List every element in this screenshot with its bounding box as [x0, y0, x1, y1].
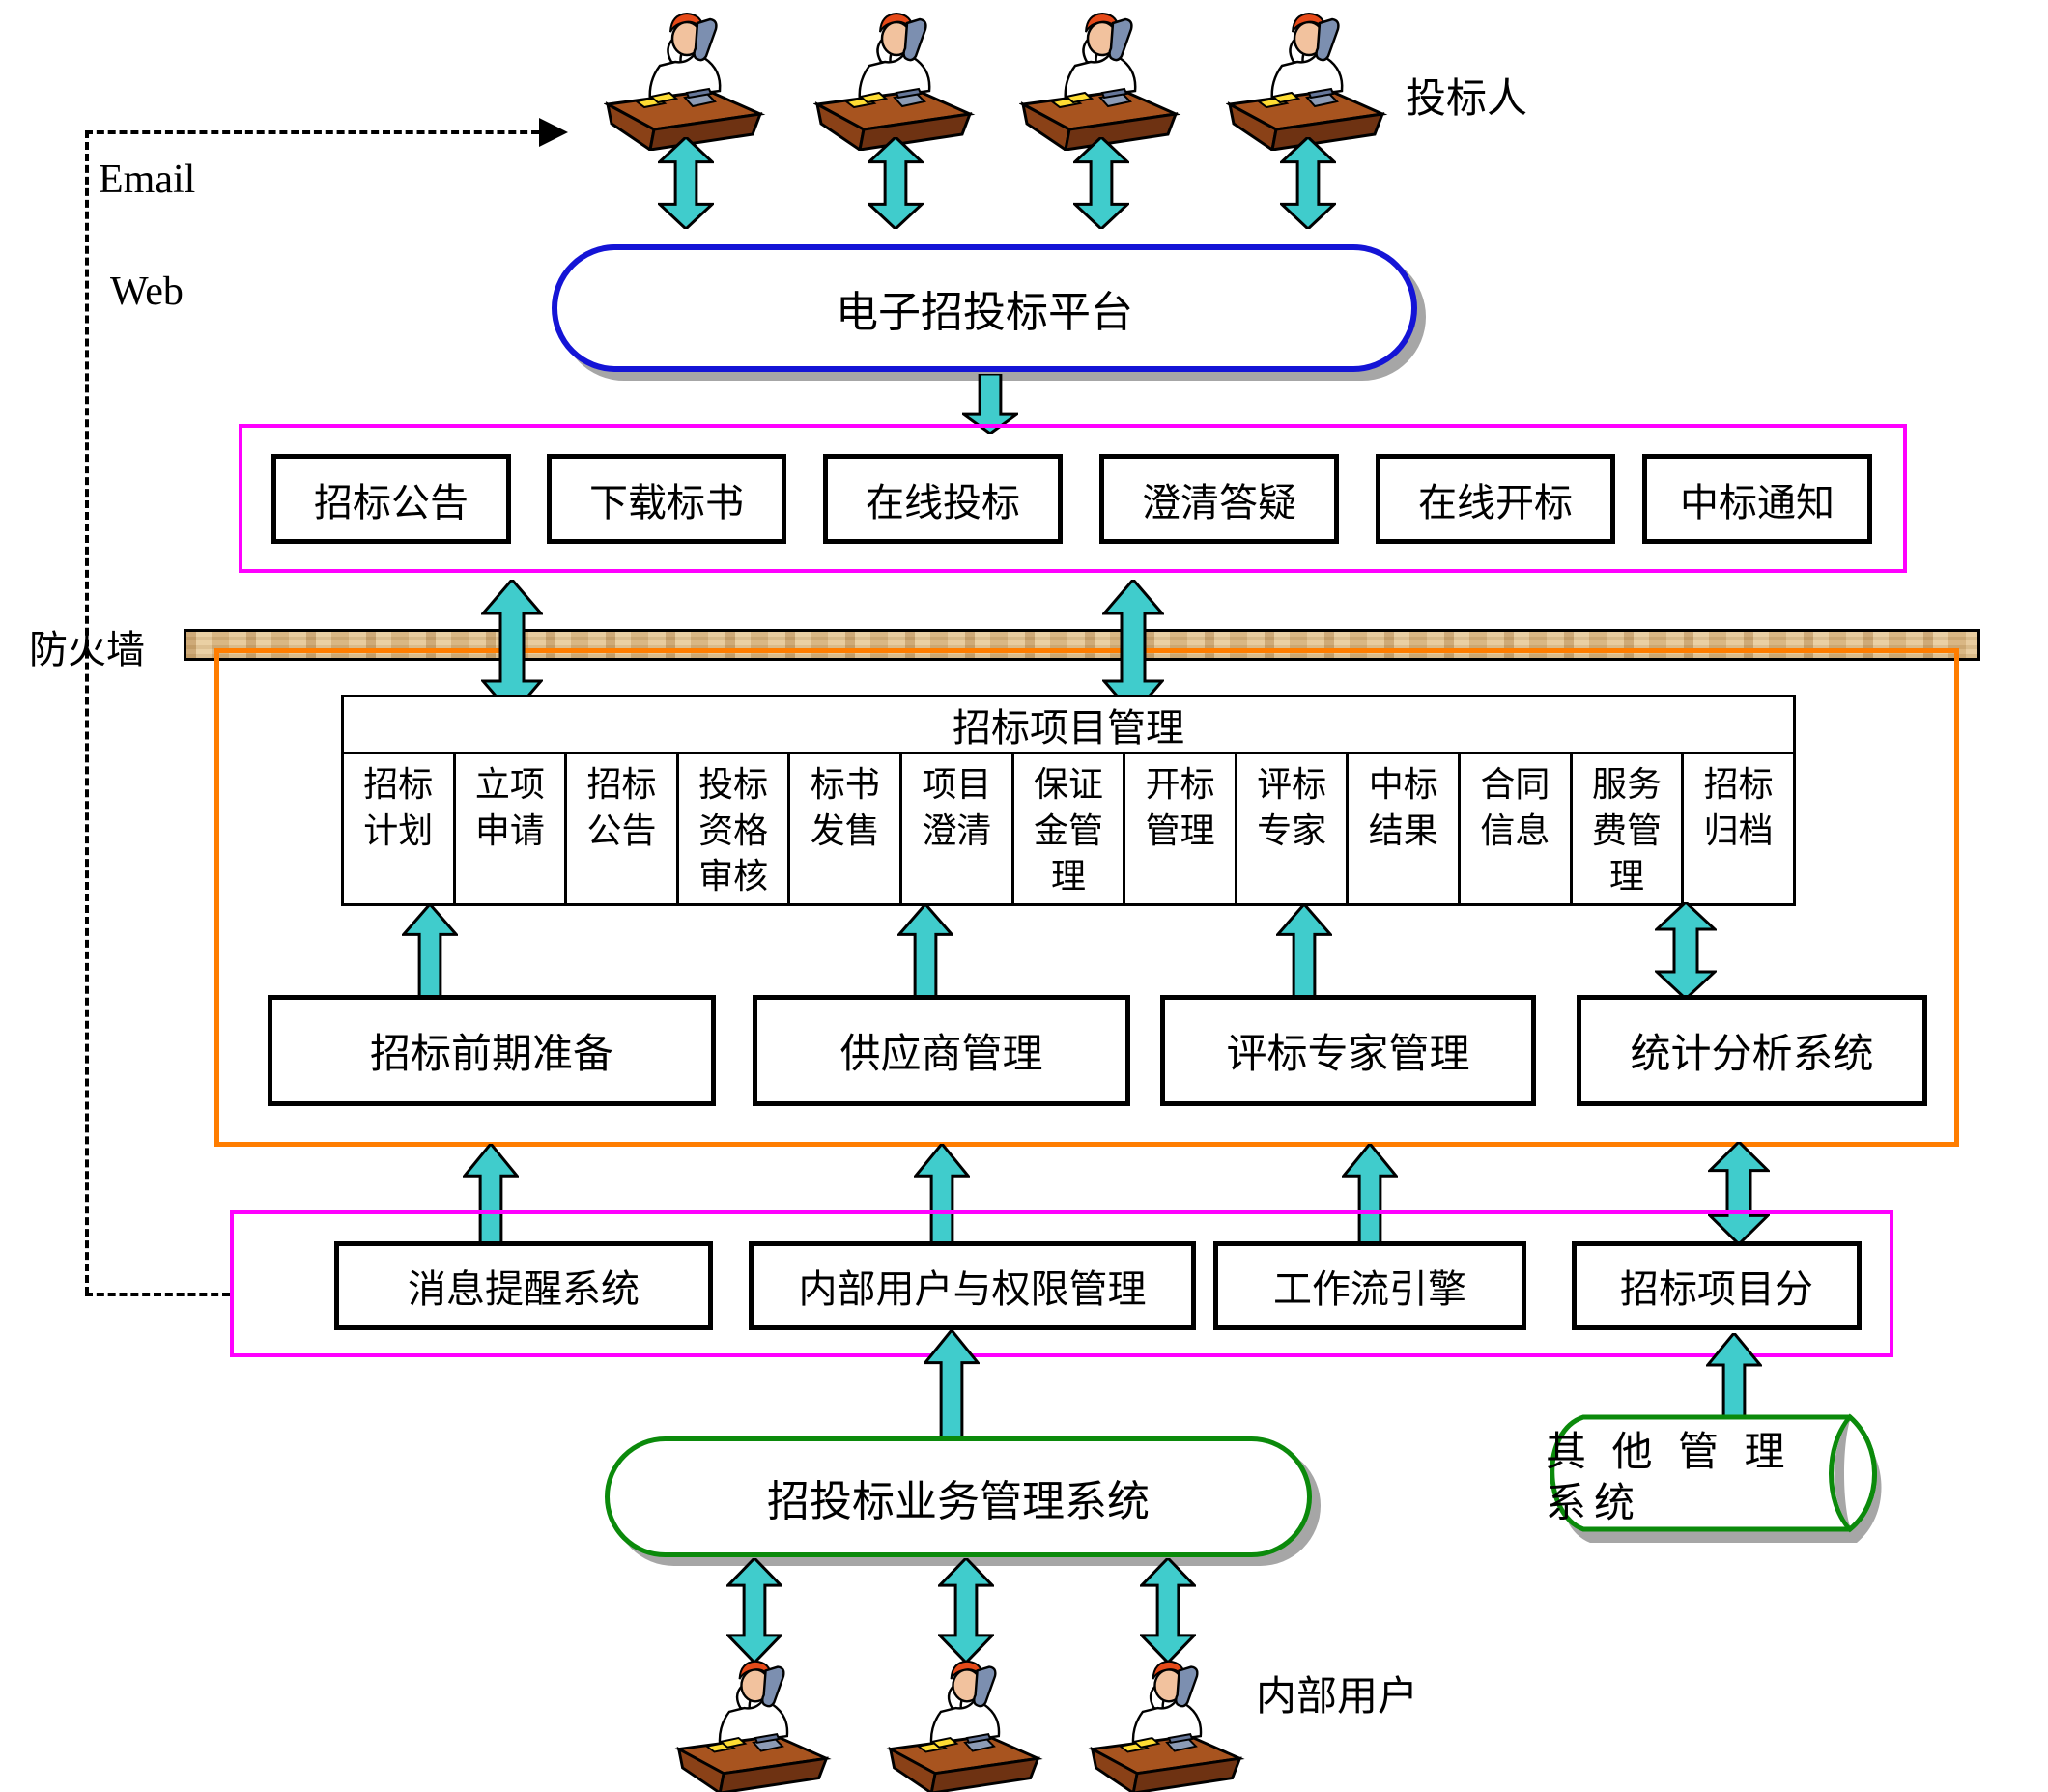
subsystem-box: 供应商管理	[753, 995, 1130, 1106]
support-service-box: 工作流引擎	[1213, 1241, 1526, 1330]
up-arrow-icon	[402, 904, 458, 999]
up-arrow-icon	[1706, 1333, 1762, 1439]
portal-service-box: 在线投标	[823, 454, 1063, 544]
internal-user-person-at-desk-icon	[1086, 1654, 1250, 1792]
portal-services-frame	[239, 424, 1907, 573]
other-systems-text: 其 他 管 理 系统	[1546, 1428, 1864, 1524]
module-cell: 中标 结果	[1349, 754, 1462, 903]
subsystem-label: 评标专家管理	[1226, 1033, 1470, 1077]
double-arrow-icon	[1102, 580, 1164, 715]
bidder-person-at-desk-icon	[813, 6, 978, 151]
project-management-title: 招标项目管理	[953, 706, 1184, 750]
double-arrow-icon	[1140, 1558, 1196, 1663]
other-systems-line1: 其 他 管 理	[1546, 1431, 1793, 1475]
business-management-system-label: 招投标业务管理系统	[767, 1477, 1150, 1525]
module-cell: 立项 申请	[456, 754, 568, 903]
web-label: Web	[110, 270, 184, 314]
portal-service-label: 在线投标	[866, 480, 1020, 525]
dashed-line-bottom	[85, 1293, 230, 1296]
bidder-person-at-desk-icon	[604, 6, 768, 151]
module-cell: 项目 澄清	[902, 754, 1014, 903]
up-arrow-icon	[1276, 904, 1332, 999]
double-arrow-icon	[658, 137, 714, 229]
dashed-line-left	[85, 130, 89, 1294]
subsystem-label: 招标前期准备	[369, 1033, 613, 1077]
other-systems-line2: 系统	[1546, 1481, 1643, 1525]
support-service-label: 消息提醒系统	[408, 1267, 640, 1311]
up-arrow-icon	[1342, 1144, 1398, 1244]
subsystem-box: 评标专家管理	[1160, 995, 1536, 1106]
module-cell: 合同 信息	[1461, 754, 1573, 903]
email-label: Email	[99, 157, 196, 202]
double-arrow-icon	[1280, 137, 1336, 229]
portal-service-box: 在线开标	[1376, 454, 1615, 544]
subsystem-box: 招标前期准备	[268, 995, 716, 1106]
support-service-label: 招标项目分	[1620, 1267, 1813, 1311]
up-arrow-icon	[897, 904, 953, 999]
up-arrow-icon	[463, 1144, 519, 1244]
portal-service-label: 在线开标	[1418, 480, 1573, 525]
up-arrow-icon	[914, 1144, 970, 1244]
double-arrow-icon	[481, 580, 543, 715]
double-arrow-icon	[938, 1558, 994, 1663]
e-bidding-platform-label: 电子招投标平台	[836, 289, 1133, 336]
firewall-bar	[184, 629, 1980, 661]
module-cell: 开标 管理	[1125, 754, 1237, 903]
portal-service-box: 澄清答疑	[1099, 454, 1339, 544]
subsystem-label: 供应商管理	[839, 1033, 1043, 1077]
internal-user-person-at-desk-icon	[672, 1654, 837, 1792]
portal-service-label: 下载标书	[589, 480, 744, 525]
internal-systems-frame	[214, 648, 1959, 1147]
module-cell: 招标 公告	[567, 754, 679, 903]
up-arrow-icon	[924, 1330, 980, 1438]
dashed-line-top	[85, 130, 539, 134]
module-cell: 评标 专家	[1237, 754, 1350, 903]
double-arrow-icon	[726, 1558, 782, 1663]
portal-service-label: 招标公告	[314, 480, 469, 525]
support-service-box: 招标项目分	[1572, 1241, 1862, 1330]
dashed-arrowhead	[539, 118, 568, 147]
down-arrow-icon	[962, 374, 1018, 434]
internal-user-person-at-desk-icon	[884, 1654, 1048, 1792]
project-management-header: 招标项目管理	[341, 695, 1796, 754]
subsystem-box: 统计分析系统	[1577, 995, 1927, 1106]
support-service-box: 内部用户与权限管理	[749, 1241, 1196, 1330]
support-services-frame	[230, 1210, 1893, 1357]
business-management-system-node: 招投标业务管理系统	[605, 1436, 1312, 1557]
module-cell: 标书 发售	[790, 754, 903, 903]
module-cell: 招标 计划	[344, 754, 456, 903]
module-cell: 保证 金管 理	[1014, 754, 1126, 903]
support-service-label: 工作流引擎	[1273, 1267, 1466, 1311]
portal-service-box: 下载标书	[547, 454, 786, 544]
other-systems-scroll-shape	[1550, 1413, 1882, 1543]
bidder-person-at-desk-icon	[1019, 6, 1183, 151]
portal-service-box: 招标公告	[271, 454, 511, 544]
project-management-modules-row: 招标 计划 立项 申请 招标 公告 投标 资格 审核 标书 发售 项目 澄清 保…	[341, 752, 1796, 906]
bidder-person-at-desk-icon	[1226, 6, 1390, 151]
bidders-label: 投标人	[1406, 77, 1528, 122]
double-arrow-icon	[868, 137, 924, 229]
module-cell: 投标 资格 审核	[679, 754, 791, 903]
subsystem-label: 统计分析系统	[1630, 1033, 1874, 1077]
portal-service-box: 中标通知	[1642, 454, 1872, 544]
portal-service-label: 中标通知	[1680, 480, 1835, 525]
double-arrow-icon	[1708, 1142, 1770, 1244]
module-cell: 招标 归档	[1703, 765, 1774, 850]
support-service-label: 内部用户与权限管理	[798, 1267, 1147, 1311]
support-service-box: 消息提醒系统	[334, 1241, 713, 1330]
double-arrow-icon	[1073, 137, 1129, 229]
double-arrow-icon	[1655, 902, 1717, 999]
module-cell: 服务 费管 理	[1573, 754, 1685, 903]
e-bidding-platform-node: 电子招投标平台	[552, 244, 1417, 372]
internal-users-label: 内部用户	[1256, 1675, 1419, 1720]
portal-service-label: 澄清答疑	[1142, 480, 1296, 525]
firewall-label: 防火墙	[29, 628, 145, 671]
